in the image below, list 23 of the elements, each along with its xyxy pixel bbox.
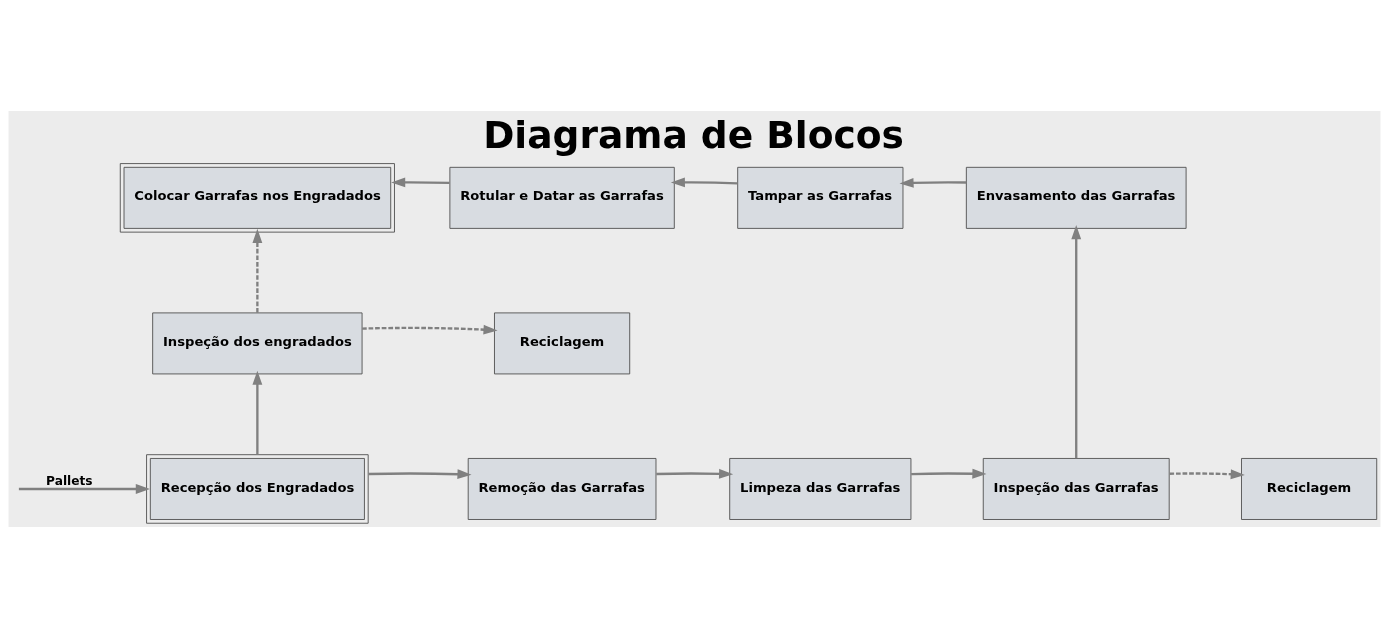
node-box: Rotular e Datar as Garrafas	[449, 166, 675, 229]
node-box: Envasamento das Garrafas	[965, 166, 1187, 229]
node-box: Inspeção das Garrafas	[982, 457, 1170, 520]
node-box: Remoção das Garrafas	[467, 457, 657, 520]
arrow	[1169, 469, 1245, 480]
node-box: Limpeza das Garrafas	[729, 457, 912, 520]
node-box: Inspeção dos engradados	[152, 312, 363, 375]
arrow	[252, 370, 263, 455]
arrow	[911, 468, 987, 479]
node-box: Reciclagem	[1241, 457, 1378, 520]
arrow	[656, 468, 734, 479]
arrow	[1071, 225, 1082, 459]
diagram-title: Diagrama de Blocos	[483, 112, 904, 157]
arrow	[362, 324, 498, 335]
arrow	[899, 177, 967, 188]
node-box: Reciclagem	[494, 312, 631, 375]
arrow	[670, 177, 738, 188]
arrow	[18, 484, 150, 494]
arrow	[252, 228, 263, 313]
arrow	[391, 177, 450, 188]
arrow	[368, 469, 472, 480]
edge-label: Pallets	[46, 473, 93, 488]
node-box: Tampar as Garrafas	[737, 166, 904, 229]
